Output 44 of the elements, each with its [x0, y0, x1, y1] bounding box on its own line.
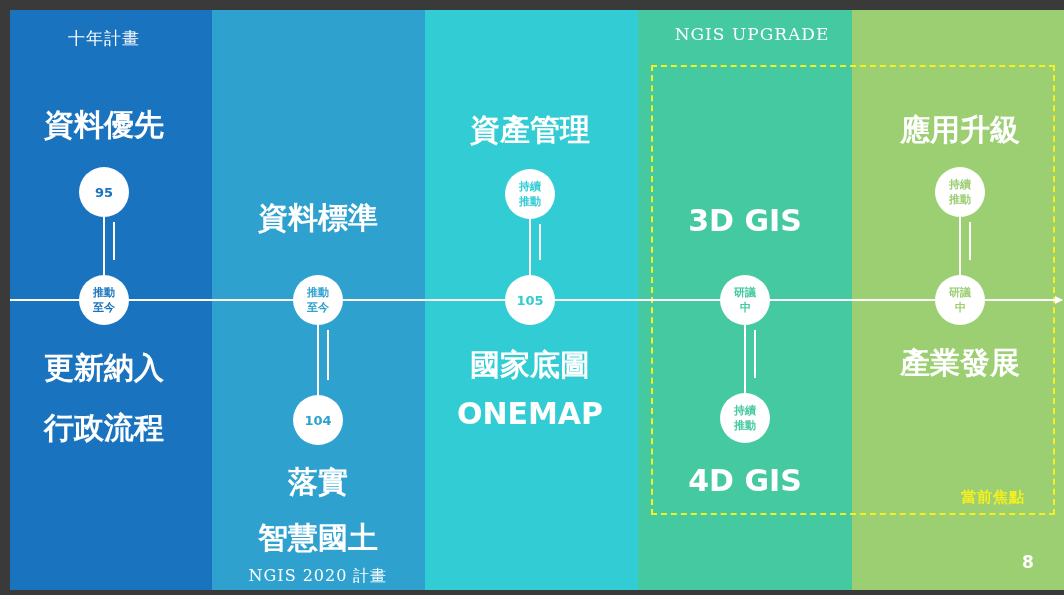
timeline-line	[128, 299, 294, 301]
connector-line	[744, 324, 746, 394]
connector-line	[959, 216, 961, 276]
milestone-circle: 持續推動	[720, 393, 770, 443]
column-title: 資產管理	[470, 110, 590, 149]
column-title: 資料標準	[258, 198, 378, 237]
connector-line	[317, 324, 319, 396]
page-number: 8	[1022, 552, 1034, 572]
milestone-circle: 95	[79, 167, 129, 217]
column-band	[212, 10, 425, 590]
timeline-line	[342, 299, 506, 301]
milestone-circle: 推動至今	[293, 275, 343, 325]
column-title: ONEMAP	[456, 395, 604, 431]
column-band	[638, 10, 852, 590]
focus-label: 當前焦點	[961, 487, 1025, 507]
plan-caption: NGIS 2020 計畫	[248, 565, 388, 587]
column-title: 國家底圖	[470, 345, 590, 384]
timeline-line	[554, 299, 721, 301]
milestone-circle: 104	[293, 395, 343, 445]
column-title: 資料優先	[44, 105, 164, 144]
milestone-circle: 持續推動	[505, 169, 555, 219]
milestone-circle: 105	[505, 275, 555, 325]
plan-caption: 十年計畫	[68, 26, 140, 50]
column-band	[10, 10, 212, 590]
milestone-circle: 研議中	[935, 275, 985, 325]
milestone-circle: 推動至今	[79, 275, 129, 325]
column-title: 落實	[288, 462, 348, 501]
column-band	[425, 10, 638, 590]
connector-line	[529, 218, 531, 276]
timeline-line	[9, 299, 80, 301]
milestone-circle: 研議中	[720, 275, 770, 325]
column-title: 行政流程	[44, 408, 164, 447]
milestone-circle: 持續推動	[935, 167, 985, 217]
timeline-line	[769, 299, 936, 301]
timeline-line	[984, 296, 1063, 304]
column-title: 智慧國土	[258, 518, 378, 557]
column-title: 產業發展	[900, 343, 1020, 382]
connector-line	[103, 216, 105, 276]
column-title: 更新納入	[44, 348, 164, 387]
column-title: 3D GIS	[688, 202, 802, 238]
plan-caption: NGIS UPGRADE	[674, 24, 830, 44]
column-title: 應用升級	[900, 110, 1020, 149]
column-band	[852, 10, 1064, 590]
column-title: 4D GIS	[688, 462, 802, 498]
